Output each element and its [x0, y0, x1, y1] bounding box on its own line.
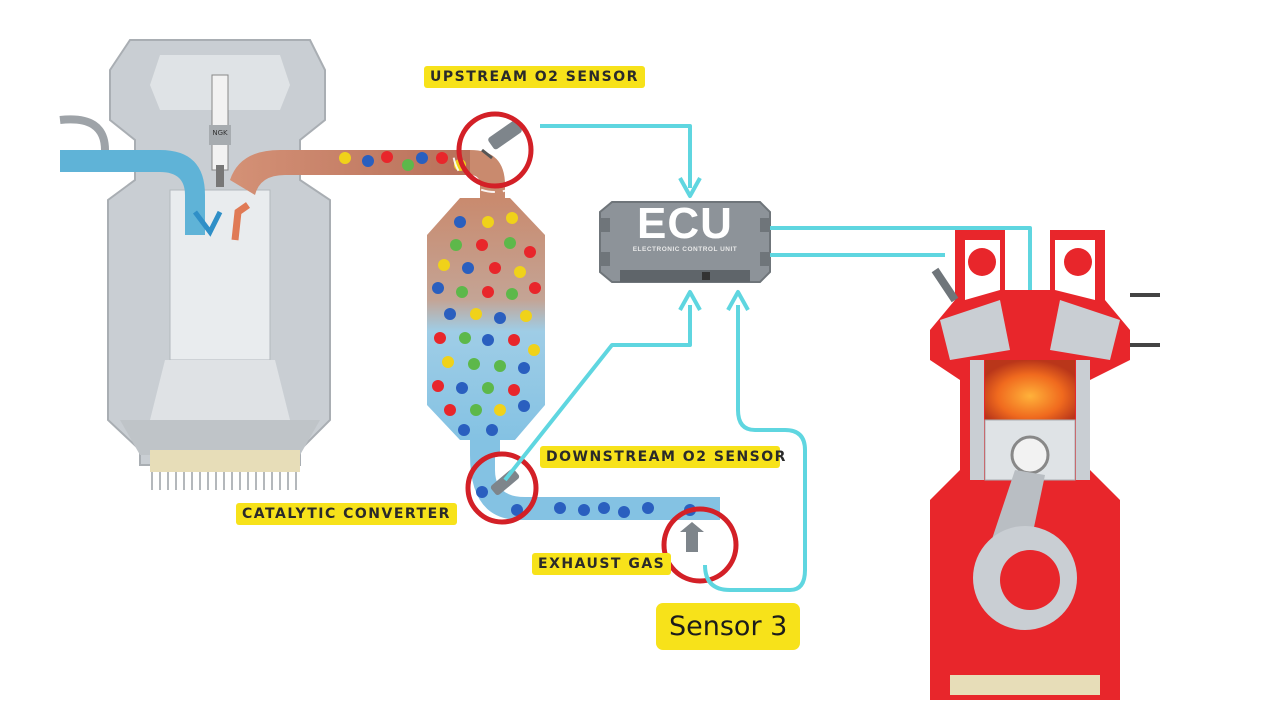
catalytic-converter	[427, 150, 545, 455]
ecu-subtitle: ELECTRONIC CONTROL UNIT	[632, 246, 738, 253]
spark-plug-brand: NGK	[212, 129, 228, 137]
exhaust-gas-label: EXHAUST GAS	[532, 553, 672, 575]
exhaust-sensor-3	[680, 522, 704, 552]
cooling-fins	[151, 472, 297, 490]
sensor-3-ring	[661, 506, 739, 584]
left-engine-cutaway: NGK	[59, 39, 470, 490]
sensor-3-label: Sensor 3	[656, 603, 801, 650]
upstream-o2-sensor-label: UPSTREAM O2 SENSOR	[424, 66, 645, 88]
downstream-o2-sensor-label: DOWNSTREAM O2 SENSOR	[540, 446, 785, 468]
catalytic-converter-label: CATALYTIC CONVERTER	[236, 503, 457, 525]
right-engine-cutaway	[930, 230, 1160, 700]
intake-pipe	[60, 150, 205, 235]
upstream-sensor-ring	[456, 111, 534, 189]
wire-sensor3-to-ecu	[703, 305, 807, 592]
wire-downstream-to-ecu	[503, 305, 692, 482]
spark-plug: NGK	[209, 74, 231, 187]
wire-upstream-to-ecu	[540, 124, 692, 188]
upstream-o2-sensor	[481, 120, 522, 160]
ecu-title: ECU	[637, 199, 733, 248]
downstream-o2-sensor	[490, 468, 520, 496]
ecu-unit	[599, 201, 771, 283]
downstream-sensor-ring	[465, 451, 539, 525]
